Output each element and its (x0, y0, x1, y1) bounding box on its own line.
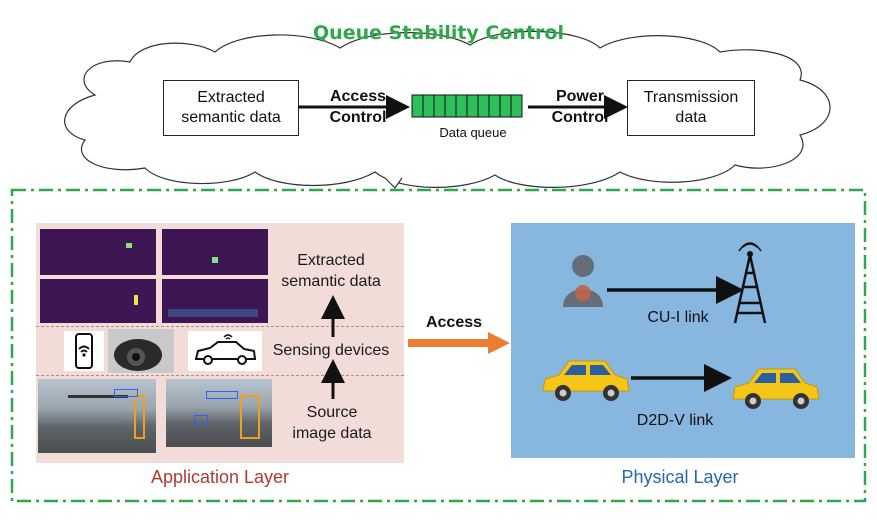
connected-car-icon (188, 331, 262, 371)
transmission-data-box: Transmission data (627, 80, 755, 136)
application-layer-label: Application Layer (150, 467, 290, 487)
physical-layer-panel: CU-I link D2D-V link (511, 223, 855, 458)
access-control-label: Access Control (329, 88, 387, 126)
d2d-link-label: D2D-V link (636, 412, 714, 429)
physical-layer-label: Physical Layer (621, 467, 739, 487)
semantic-map-4 (162, 279, 268, 323)
diagram-title: Queue Stability Control (313, 22, 564, 44)
semantic-map-3 (40, 279, 156, 323)
cu-link-arrows (607, 276, 744, 392)
source-image-2 (166, 379, 272, 447)
queue-cell (510, 94, 523, 118)
semantic-map-1 (40, 229, 156, 275)
wifi-phone-icon (64, 331, 104, 371)
car-icon (542, 360, 630, 401)
source-image-1 (38, 379, 156, 453)
data-queue-label: Data queue (439, 125, 507, 140)
cu-link-label: CU-I link (647, 309, 709, 326)
data-queue (411, 94, 523, 118)
access-arrow (408, 332, 510, 354)
power-control-label: Power Control (551, 88, 609, 126)
app-row-label-source: Source image data (292, 404, 372, 442)
app-flow-arrows (321, 295, 345, 399)
top-arrows (298, 95, 628, 119)
app-row-label-semantic: Extracted semantic data (281, 252, 381, 290)
app-row-label-sensing: Sensing devices (272, 342, 390, 359)
application-layer-panel: Extracted semantic data Sensing devices … (36, 223, 404, 463)
dashcam-icon (108, 329, 174, 373)
extracted-semantic-box: Extracted semantic data (163, 80, 299, 136)
access-label: Access (425, 314, 483, 331)
car-icon (732, 368, 820, 409)
semantic-map-2 (162, 229, 268, 275)
person-icon (563, 255, 603, 307)
